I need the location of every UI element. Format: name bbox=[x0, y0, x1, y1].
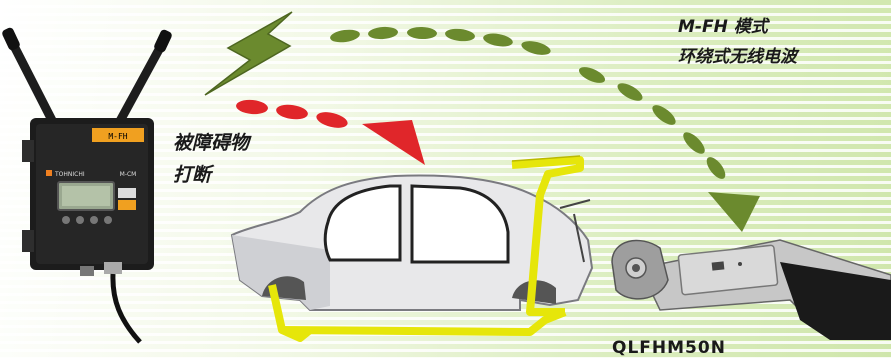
model-label: QLFHM50N bbox=[612, 338, 726, 358]
mfh-mode-label: M-FH 模式 bbox=[678, 12, 768, 37]
torque-wrench bbox=[612, 240, 891, 340]
red-wave-path bbox=[235, 99, 425, 165]
device-logo: TOHNICHI bbox=[54, 171, 85, 178]
device-cable bbox=[113, 274, 140, 342]
blocked-by-obstacle-label: 被障碍物 bbox=[173, 128, 249, 155]
device-mode: M-CM bbox=[120, 171, 137, 178]
transmitter-device: M-FH TOHNICHI M-CM bbox=[1, 26, 173, 342]
interrupted-label: 打断 bbox=[173, 160, 211, 187]
device-tag-text: M-FH bbox=[108, 132, 127, 141]
radio-signal-bolt bbox=[205, 12, 292, 95]
surround-radio-label: 环绕式无线电波 bbox=[678, 42, 797, 67]
